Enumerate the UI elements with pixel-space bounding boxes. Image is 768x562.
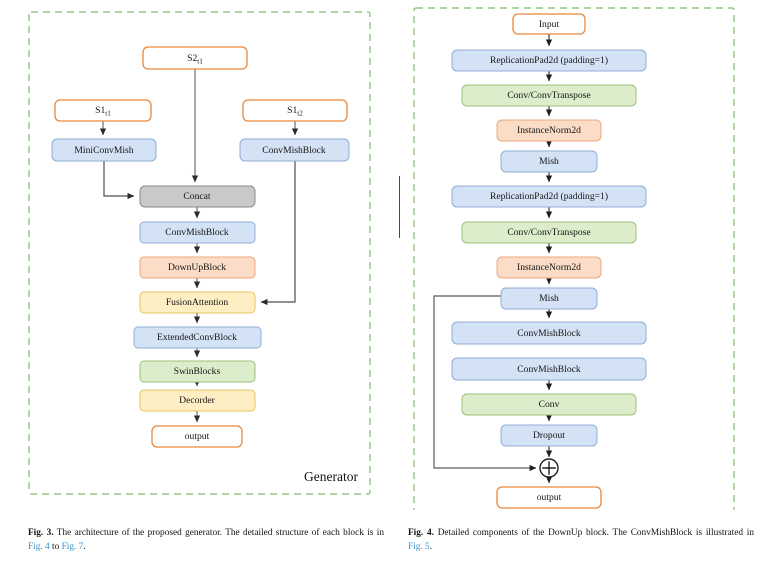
add-operator-icon bbox=[539, 458, 559, 478]
figure-column-right: Input ReplicationPad2d (padding=1) Conv/… bbox=[400, 0, 768, 562]
node-s2t1[interactable]: S2t1 bbox=[142, 46, 248, 70]
svg-text:MiniConvMish: MiniConvMish bbox=[74, 145, 133, 156]
node-s1t2[interactable]: S1t2 bbox=[242, 99, 348, 122]
node-replicationpad2d-1[interactable]: ReplicationPad2d (padding=1) bbox=[451, 49, 647, 72]
svg-text:ReplicationPad2d (padding=1): ReplicationPad2d (padding=1) bbox=[490, 191, 608, 202]
svg-text:ConvMishBlock: ConvMishBlock bbox=[165, 227, 229, 238]
svg-text:ConvMishBlock: ConvMishBlock bbox=[517, 328, 581, 339]
fig3-caption-link-2[interactable]: Fig. 7 bbox=[61, 541, 84, 552]
node-swinblocks[interactable]: SwinBlocks bbox=[139, 360, 256, 383]
node-s1t1[interactable]: S1t1 bbox=[54, 99, 152, 122]
svg-text:Concat: Concat bbox=[183, 191, 211, 202]
fig4-caption-number: Fig. 4. bbox=[408, 528, 434, 539]
svg-text:Dropout: Dropout bbox=[533, 430, 565, 441]
fig3-caption: Fig. 3. The architecture of the proposed… bbox=[28, 527, 384, 554]
node-output[interactable]: output bbox=[151, 425, 243, 448]
svg-text:Input: Input bbox=[539, 19, 560, 30]
svg-text:ConvMishBlock: ConvMishBlock bbox=[517, 364, 581, 375]
fig3-caption-link-1[interactable]: Fig. 4 bbox=[28, 541, 50, 552]
fig4-caption-link-1[interactable]: Fig. 5 bbox=[408, 541, 430, 552]
node-input[interactable]: Input bbox=[512, 13, 586, 35]
svg-text:Mish: Mish bbox=[539, 156, 559, 167]
svg-text:output: output bbox=[185, 431, 210, 442]
node-concat[interactable]: Concat bbox=[139, 185, 256, 208]
node-fusionattention[interactable]: FusionAttention bbox=[139, 291, 256, 314]
svg-text:Mish: Mish bbox=[539, 293, 559, 304]
svg-text:ConvMishBlock: ConvMishBlock bbox=[262, 145, 326, 156]
svg-text:S1t1: S1t1 bbox=[95, 105, 111, 117]
generator-frame bbox=[28, 11, 371, 495]
svg-text:InstanceNorm2d: InstanceNorm2d bbox=[517, 262, 581, 273]
fig4-caption-text: Detailed components of the DownUp block.… bbox=[437, 528, 754, 539]
svg-text:S2t1: S2t1 bbox=[187, 53, 203, 65]
generator-label: Generator bbox=[304, 469, 358, 484]
node-miniconvmish[interactable]: MiniConvMish bbox=[51, 138, 157, 162]
svg-text:Decorder: Decorder bbox=[179, 395, 215, 406]
svg-text:ReplicationPad2d (padding=1): ReplicationPad2d (padding=1) bbox=[490, 55, 608, 66]
node-convmishblock-1[interactable]: ConvMishBlock bbox=[451, 321, 647, 345]
node-mish-2[interactable]: Mish bbox=[500, 287, 598, 310]
node-conv-convtranspose-1[interactable]: Conv/ConvTranspose bbox=[461, 84, 637, 107]
node-instancenorm2d-1[interactable]: InstanceNorm2d bbox=[496, 119, 602, 142]
downup-frame bbox=[413, 7, 735, 510]
svg-text:Conv/ConvTranspose: Conv/ConvTranspose bbox=[507, 227, 590, 238]
node-replicationpad2d-2[interactable]: ReplicationPad2d (padding=1) bbox=[451, 185, 647, 208]
node-conv[interactable]: Conv bbox=[461, 393, 637, 416]
node-convmishblock-main[interactable]: ConvMishBlock bbox=[139, 221, 256, 244]
fig3-caption-tail: . bbox=[83, 541, 86, 552]
fig3-svg: S2t1 S1t1 S1t2 MiniConvMish ConvMishBloc… bbox=[28, 11, 371, 495]
fig4-diagram: Input ReplicationPad2d (padding=1) Conv/… bbox=[400, 0, 768, 510]
fig4-svg: Input ReplicationPad2d (padding=1) Conv/… bbox=[413, 7, 735, 510]
column-divider bbox=[399, 176, 400, 238]
node-convmishblock-right[interactable]: ConvMishBlock bbox=[239, 138, 350, 162]
node-dropout[interactable]: Dropout bbox=[500, 424, 598, 447]
fig3-caption-text: The architecture of the proposed generat… bbox=[56, 528, 384, 539]
node-instancenorm2d-2[interactable]: InstanceNorm2d bbox=[496, 256, 602, 279]
svg-text:Conv: Conv bbox=[539, 399, 560, 410]
svg-text:Conv/ConvTranspose: Conv/ConvTranspose bbox=[507, 90, 590, 101]
node-mish-1[interactable]: Mish bbox=[500, 150, 598, 173]
node-downupblock[interactable]: DownUpBlock bbox=[139, 256, 256, 279]
svg-text:DownUpBlock: DownUpBlock bbox=[168, 262, 226, 273]
svg-text:SwinBlocks: SwinBlocks bbox=[174, 366, 221, 377]
node-conv-convtranspose-2[interactable]: Conv/ConvTranspose bbox=[461, 221, 637, 244]
fig4-connectors bbox=[433, 34, 553, 484]
fig3-diagram: S2t1 S1t1 S1t2 MiniConvMish ConvMishBloc… bbox=[0, 0, 400, 510]
fig3-connectors bbox=[99, 69, 299, 423]
figure-column-left: S2t1 S1t1 S1t2 MiniConvMish ConvMishBloc… bbox=[0, 0, 400, 554]
svg-text:S1t2: S1t2 bbox=[287, 105, 303, 117]
fig3-caption-number: Fig. 3. bbox=[28, 528, 54, 539]
svg-text:ExtendedConvBlock: ExtendedConvBlock bbox=[157, 332, 237, 343]
fig3-caption-mid: to bbox=[49, 541, 62, 552]
fig4-caption-tail: . bbox=[429, 541, 433, 552]
svg-text:InstanceNorm2d: InstanceNorm2d bbox=[517, 125, 581, 136]
fig4-caption: Fig. 4. Detailed components of the DownU… bbox=[408, 527, 754, 554]
node-convmishblock-2[interactable]: ConvMishBlock bbox=[451, 357, 647, 381]
node-output[interactable]: output bbox=[496, 486, 602, 509]
node-decorder[interactable]: Decorder bbox=[139, 389, 256, 412]
node-extendedconvblock[interactable]: ExtendedConvBlock bbox=[133, 326, 262, 349]
svg-text:FusionAttention: FusionAttention bbox=[166, 297, 229, 308]
svg-text:output: output bbox=[537, 492, 562, 503]
